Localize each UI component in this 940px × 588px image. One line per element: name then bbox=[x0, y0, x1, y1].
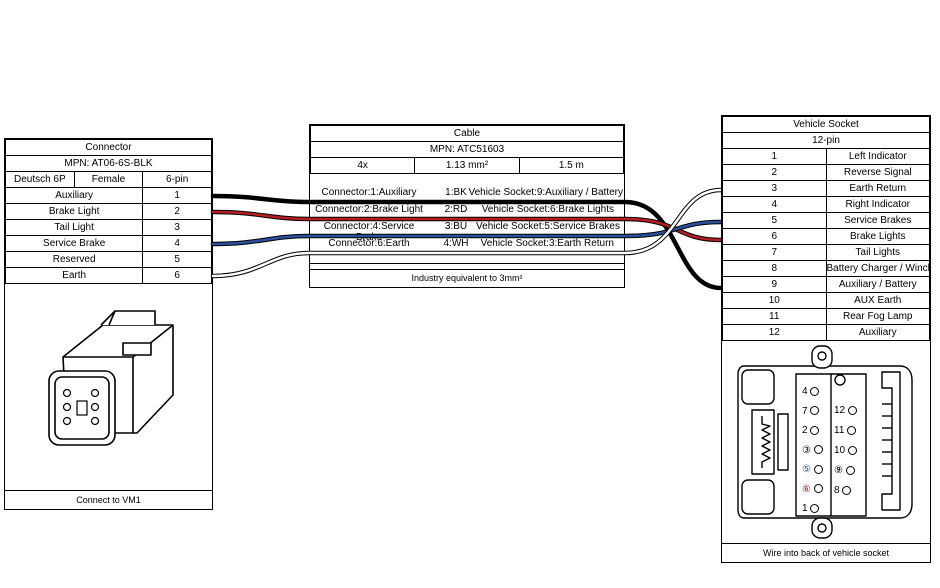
socket-face-pin-black: ⑨ bbox=[834, 461, 868, 481]
socket-pin-label: Tail Lights bbox=[825, 244, 930, 261]
socket-pin-label: Earth Return bbox=[825, 180, 930, 197]
wire-to: Vehicle Socket:9:Auxiliary / Battery bbox=[468, 187, 623, 198]
connector-pin-num: 3 bbox=[142, 219, 212, 236]
socket-pin-num: 5 bbox=[722, 212, 827, 229]
vehicle-socket-drawing bbox=[737, 345, 913, 539]
socket-pin-num: 1 bbox=[722, 148, 827, 165]
connector-pin-num: 2 bbox=[142, 203, 212, 220]
socket-pin-num: 4 bbox=[722, 196, 827, 213]
socket-pin-label: Left Indicator bbox=[825, 148, 930, 165]
socket-caption: Wire into back of vehicle socket bbox=[722, 543, 930, 562]
socket-pin-label: AUX Earth bbox=[825, 292, 930, 309]
connector-pin-label: Tail Light bbox=[4, 219, 144, 236]
cable-box: Cable MPN: ATC51603 4x 1.13 mm² 1.5 m Co… bbox=[309, 124, 625, 288]
socket-face-pin: 12 bbox=[834, 401, 868, 421]
wire-to: Vehicle Socket:6:Brake Lights bbox=[481, 204, 614, 215]
socket-face-pin: 10 bbox=[834, 441, 868, 461]
socket-face-pin: 11 bbox=[834, 421, 868, 441]
connector-pin-num: 6 bbox=[142, 267, 212, 284]
socket-title: Vehicle Socket bbox=[722, 116, 930, 133]
socket-face-pin: 4 bbox=[802, 382, 832, 402]
socket-face-pin: ③ bbox=[802, 441, 832, 461]
socket-face-right: 12 11 10 ⑨ 8 bbox=[834, 401, 868, 501]
connector-pin-num: 4 bbox=[142, 235, 212, 252]
socket-face-pin: 1 bbox=[802, 499, 832, 519]
socket-pin-label: Service Brakes bbox=[825, 212, 930, 229]
socket-pin-label: Battery Charger / Winch bbox=[825, 260, 930, 277]
cable-table: Cable MPN: ATC51603 4x 1.13 mm² 1.5 m bbox=[309, 125, 625, 174]
connector-pincount: 6-pin bbox=[142, 171, 212, 188]
socket-pin-num: 12 bbox=[722, 324, 827, 341]
socket-face-pin-red: ⑥ bbox=[802, 480, 832, 500]
connector-pin-label: Brake Light bbox=[4, 203, 144, 220]
socket-pin-num: 7 bbox=[722, 244, 827, 261]
socket-pin-num: 11 bbox=[722, 308, 827, 325]
wire-from: Connector:2:Brake Light bbox=[315, 204, 423, 215]
connector-box: Connector MPN: AT06-6S-BLK Deutsch 6P Fe… bbox=[4, 138, 213, 510]
socket-face-pin-blue: ⑤ bbox=[802, 460, 832, 480]
connector-title: Connector bbox=[5, 139, 212, 156]
cable-wire-count: 4x bbox=[309, 157, 416, 174]
connector-type: Deutsch 6P bbox=[5, 171, 75, 188]
socket-pin-num: 3 bbox=[722, 180, 827, 197]
socket-pin-label: Rear Fog Lamp bbox=[825, 308, 930, 325]
deutsch-connector-drawing bbox=[48, 310, 174, 446]
socket-pin-label: Auxiliary bbox=[825, 324, 930, 341]
cable-note: Industry equivalent to 3mm² bbox=[310, 269, 624, 287]
socket-face-pin: 8 bbox=[834, 481, 868, 501]
socket-pincount: 12-pin bbox=[722, 132, 930, 149]
connector-caption: Connect to VM1 bbox=[5, 490, 212, 509]
connector-gender: Female bbox=[73, 171, 144, 188]
socket-pin-num: 2 bbox=[722, 164, 827, 181]
cable-title: Cable bbox=[310, 125, 624, 142]
socket-pin-label: Brake Lights bbox=[825, 228, 930, 245]
connector-pin-num: 1 bbox=[142, 187, 212, 204]
connector-pin-num: 5 bbox=[142, 251, 212, 268]
wire-from: Connector:1:Auxiliary bbox=[321, 187, 417, 198]
connector-pin-label: Service Brake bbox=[4, 235, 144, 252]
socket-pin-num: 9 bbox=[722, 276, 827, 293]
socket-pin-num: 6 bbox=[722, 228, 827, 245]
wire-code: 2:RD bbox=[444, 204, 468, 215]
socket-pin-num: 10 bbox=[722, 292, 827, 309]
socket-pin-label: Auxiliary / Battery bbox=[825, 276, 930, 293]
socket-pin-label: Right Indicator bbox=[825, 196, 930, 213]
wire-code: 3:BU bbox=[444, 221, 468, 232]
cable-length: 1.5 m bbox=[518, 157, 625, 174]
connector-pin-label: Reserved bbox=[4, 251, 144, 268]
connector-table: Connector MPN: AT06-6S-BLK Deutsch 6P Fe… bbox=[4, 139, 212, 284]
wire-to: Vehicle Socket:5:Service Brakes bbox=[476, 221, 620, 232]
cable-mpn: MPN: ATC51603 bbox=[310, 141, 624, 158]
socket-pin-label: Reverse Signal bbox=[825, 164, 930, 181]
socket-face-pin: 7 bbox=[802, 402, 832, 422]
socket-pin-num: 8 bbox=[722, 260, 827, 277]
socket-face-left: 4 7 2 ③ ⑤ ⑥ 1 bbox=[802, 382, 832, 519]
wire-code: 4:WH bbox=[443, 238, 469, 249]
connector-pin-label: Auxiliary bbox=[4, 187, 144, 204]
connector-pin-label: Earth bbox=[4, 267, 144, 284]
wire-to: Vehicle Socket:3:Earth Return bbox=[480, 238, 614, 249]
wire-from: Connector:6:Earth bbox=[328, 238, 410, 249]
connector-mpn: MPN: AT06-6S-BLK bbox=[5, 155, 212, 172]
cable-gauge: 1.13 mm² bbox=[414, 157, 520, 174]
socket-face-pin: 2 bbox=[802, 421, 832, 441]
